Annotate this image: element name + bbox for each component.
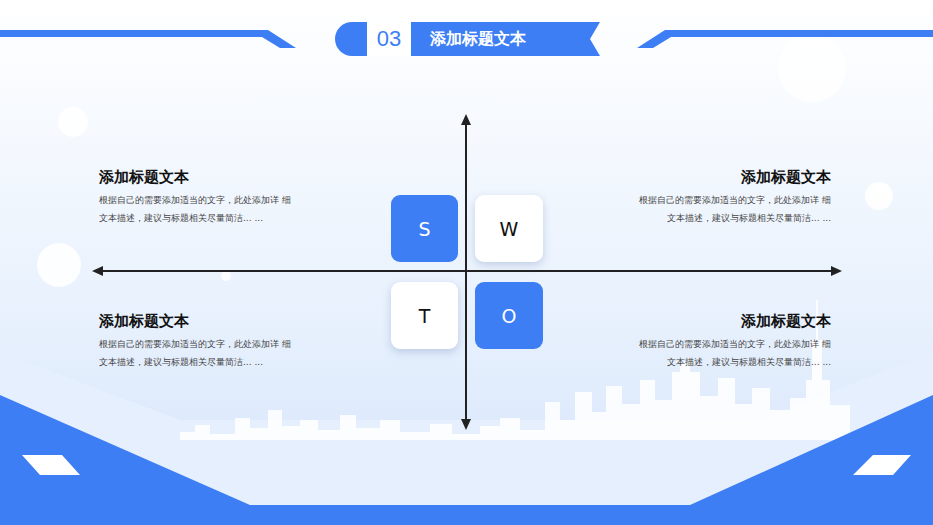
item-heading: 添加标题文本	[99, 312, 189, 330]
title-ribbon	[411, 22, 600, 56]
item-heading: 添加标题文本	[635, 312, 831, 330]
axis-arrowhead	[92, 266, 103, 276]
section-number: 03	[367, 22, 411, 56]
axis-horizontal	[98, 270, 836, 272]
deco-circle	[58, 107, 88, 137]
deco-slash	[853, 455, 911, 475]
axis-arrowhead	[461, 419, 471, 430]
city-skyline	[180, 300, 850, 440]
swot-box: O	[475, 282, 543, 349]
slide-title: 添加标题文本	[430, 28, 526, 50]
deco-circle	[37, 243, 81, 287]
swot-letter: S	[418, 218, 430, 240]
swot-letter: W	[500, 218, 519, 240]
deco-circle	[221, 271, 231, 281]
top-bar	[0, 30, 296, 48]
item-description: 根据自己的需要添加适当的文字，此处添加详 细文本描述，建议与标题相关尽量简洁..…	[635, 335, 831, 371]
item-heading: 添加标题文本	[635, 168, 831, 186]
swot-letter: O	[502, 305, 517, 327]
axis-arrowhead	[831, 266, 842, 276]
deco-circle	[778, 34, 846, 102]
swot-box: T	[391, 282, 458, 349]
deco-circle	[865, 182, 893, 210]
axis-vertical	[465, 120, 467, 428]
swot-box: S	[391, 195, 458, 262]
item-description: 根据自己的需要添加适当的文字，此处添加详 细文本描述，建议与标题相关尽量简洁..…	[635, 191, 831, 227]
badge-cap	[335, 22, 367, 56]
deco-slash	[22, 455, 80, 475]
axis-arrowhead	[461, 114, 471, 125]
item-heading: 添加标题文本	[99, 168, 189, 186]
swot-letter: T	[419, 305, 431, 327]
item-description: 根据自己的需要添加适当的文字，此处添加详 细文本描述，建议与标题相关尽量简洁..…	[99, 335, 295, 371]
item-description: 根据自己的需要添加适当的文字，此处添加详 细文本描述，建议与标题相关尽量简洁..…	[99, 191, 295, 227]
badge-number-box	[367, 22, 411, 56]
swot-box: W	[475, 195, 543, 262]
top-bar	[637, 30, 933, 48]
